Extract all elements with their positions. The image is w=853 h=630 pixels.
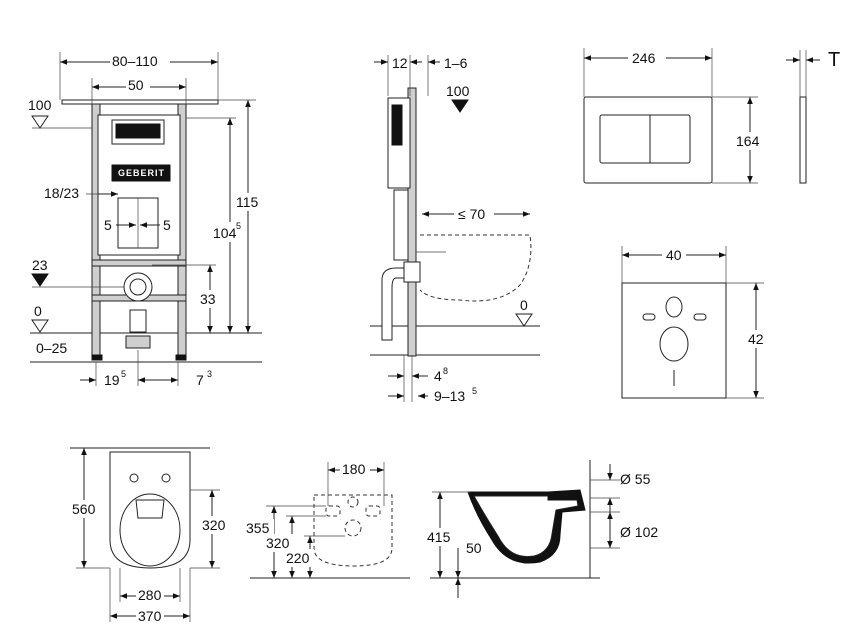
dim-50: 50	[128, 77, 144, 93]
dim-T: T	[828, 49, 840, 71]
dim-355: 355	[246, 520, 270, 536]
level-100-side: 100	[446, 83, 470, 99]
bowl-side-view: 415 50 Ø 55 Ø 102	[426, 460, 658, 598]
bowl-back-view: 180 355 320 220	[244, 460, 410, 579]
dim-0-25: 0–25	[36, 340, 67, 356]
dim-7: 7	[196, 372, 204, 388]
dim-115: 115	[236, 194, 259, 210]
dim-320-top: 320	[202, 517, 226, 533]
dim-164: 164	[736, 133, 760, 149]
dim-370: 370	[138, 608, 162, 624]
dim-415: 415	[427, 529, 451, 545]
level-0: 0	[34, 303, 42, 319]
dim-1-6: 1–6	[444, 55, 468, 71]
dim-9-13-sup: 5	[472, 386, 477, 396]
dim-42: 42	[748, 331, 764, 347]
dim-4: 4	[434, 368, 442, 384]
dim-33: 33	[200, 291, 216, 307]
level-23: 23	[32, 257, 48, 273]
dim-55: Ø 55	[620, 471, 651, 487]
level-100: 100	[28, 97, 52, 113]
dim-280: 280	[138, 587, 162, 603]
flush-plate: 246 164 T	[583, 48, 840, 184]
dim-7-sup: 3	[207, 369, 212, 379]
frame-side-view: 12 1–6 100 ≤ 70 0 4 8 9–13 5	[370, 55, 540, 404]
dim-104-sup: 5	[236, 221, 241, 231]
dim-80-110: 80–110	[112, 53, 158, 69]
dim-102: Ø 102	[620, 524, 658, 540]
dim-5-left: 5	[104, 217, 112, 233]
bowl-top-view: 560 320 280 370	[70, 447, 228, 625]
dim-9-13: 9–13	[434, 388, 465, 404]
dim-18-23: 18/23	[44, 185, 79, 201]
dim-19: 19	[104, 372, 120, 388]
dim-560: 560	[72, 501, 96, 517]
dim-246: 246	[632, 50, 656, 66]
sound-cover: 40 42	[621, 246, 768, 399]
frame-front-view: GEBERIT 80–110 50 100 18/23 5 5	[28, 52, 264, 388]
dim-220: 220	[286, 550, 310, 566]
dim-4-sup: 8	[443, 366, 448, 376]
dim-180: 180	[342, 461, 366, 477]
dim-5-right: 5	[163, 217, 171, 233]
dim-320-back: 320	[266, 535, 290, 551]
dim-104: 104	[213, 225, 237, 241]
level-0-side: 0	[520, 297, 528, 313]
dim-12: 12	[392, 55, 408, 71]
dim-19-sup: 5	[121, 369, 126, 379]
dim-70: ≤ 70	[458, 206, 485, 222]
brand-logo: GEBERIT	[118, 168, 165, 178]
dim-50-side: 50	[466, 540, 482, 556]
dim-40: 40	[666, 247, 682, 263]
